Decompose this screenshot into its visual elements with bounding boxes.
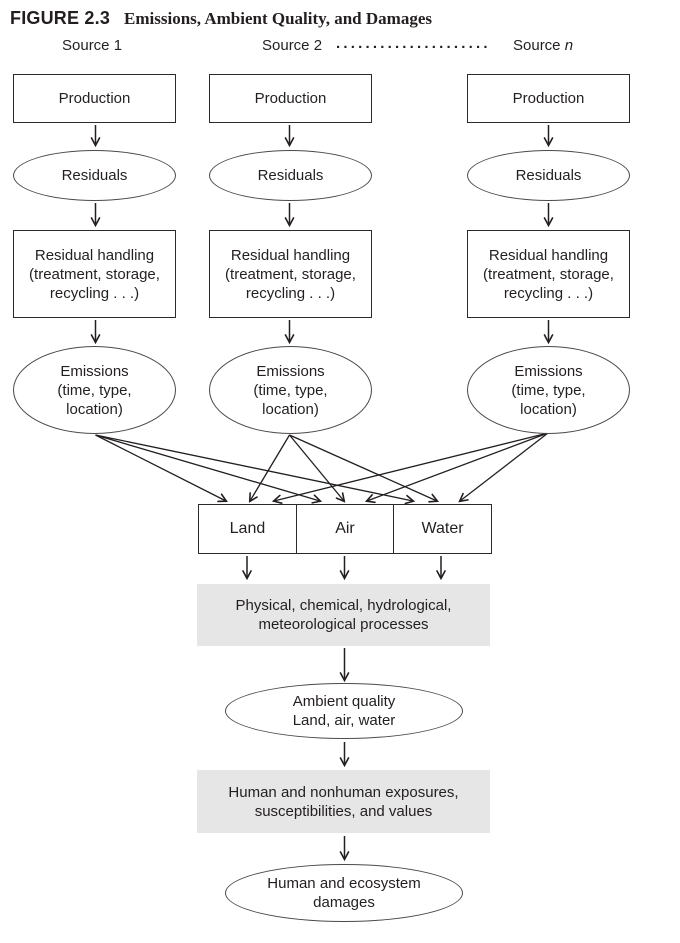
source-ellipsis-dots: ..................... [336, 35, 491, 52]
production-box-1: Production [13, 74, 176, 123]
ambient-line1: Ambient quality [292, 693, 396, 710]
exposures-line1: Human and nonhuman exposures, [228, 783, 459, 801]
exposures-box: Human and nonhuman exposures, susceptibi… [197, 770, 490, 833]
media-row: Land Air Water [198, 504, 492, 554]
residuals-label: Residuals [515, 167, 582, 184]
media-to-processes-arrows [247, 556, 441, 578]
emissions-line3: location) [520, 400, 577, 418]
land-box: Land [198, 504, 297, 554]
air-label: Air [335, 520, 355, 537]
emissions-ellipse-2: Emissions (time, type, location) [209, 346, 372, 434]
handling-line1: Residual handling [34, 246, 155, 264]
handling-line3: recycling . . .) [245, 284, 336, 302]
handling-line2: (treatment, storage, [483, 265, 614, 283]
source-1-label: Source 1 [62, 37, 123, 54]
production-label: Production [58, 90, 131, 107]
source-2-label: Source 2 [262, 37, 323, 54]
residual-handling-box-3: Residual handling (treatment, storage, r… [467, 230, 630, 318]
residual-handling-box-2: Residual handling (treatment, storage, r… [209, 230, 372, 318]
damages-line2: damages [313, 894, 375, 911]
emissions-line2: (time, type, [57, 381, 132, 399]
source-n-label: Source n [513, 37, 573, 54]
ambient-line2: Land, air, water [292, 712, 396, 729]
water-label: Water [421, 520, 464, 537]
figure-caption: FIGURE 2.3 Emissions, Ambient Quality, a… [10, 8, 432, 29]
handling-line1: Residual handling [488, 246, 609, 264]
damages-ellipse: Human and ecosystem damages [225, 864, 463, 922]
production-box-2: Production [209, 74, 372, 123]
emissions-line2: (time, type, [253, 381, 328, 399]
residuals-ellipse-3: Residuals [467, 150, 630, 201]
emissions-line1: Emissions [60, 362, 129, 380]
production-label: Production [254, 90, 327, 107]
figure-title: Emissions, Ambient Quality, and Damages [124, 9, 432, 28]
residuals-ellipse-2: Residuals [209, 150, 372, 201]
emissions-ellipse-1: Emissions (time, type, location) [13, 346, 176, 434]
residuals-label: Residuals [61, 167, 128, 184]
emissions-line2: (time, type, [511, 381, 586, 399]
processes-box: Physical, chemical, hydrological, meteor… [197, 584, 490, 646]
emissions-to-media-arrows [95, 432, 549, 501]
residuals-label: Residuals [257, 167, 324, 184]
handling-line2: (treatment, storage, [29, 265, 160, 283]
source-n-prefix: Source [513, 37, 565, 54]
ambient-quality-ellipse: Ambient quality Land, air, water [225, 683, 463, 739]
emissions-line3: location) [262, 400, 319, 418]
production-label: Production [512, 90, 585, 107]
residuals-ellipse-1: Residuals [13, 150, 176, 201]
emissions-line1: Emissions [256, 362, 325, 380]
processes-line1: Physical, chemical, hydrological, [235, 597, 452, 614]
water-box: Water [393, 504, 492, 554]
figure-number: FIGURE 2.3 [10, 8, 111, 28]
emissions-line3: location) [66, 400, 123, 418]
handling-line3: recycling . . .) [49, 284, 140, 302]
air-box: Air [295, 504, 395, 554]
damages-line1: Human and ecosystem [267, 875, 421, 892]
exposures-line2: susceptibilities, and values [254, 802, 433, 820]
production-box-3: Production [467, 74, 630, 123]
handling-line3: recycling . . .) [503, 284, 594, 302]
emissions-line1: Emissions [514, 362, 583, 380]
land-label: Land [229, 520, 266, 537]
source-n-variable: n [564, 37, 574, 54]
processes-line2: meteorological processes [258, 616, 429, 633]
handling-line1: Residual handling [230, 246, 351, 264]
emissions-ellipse-3: Emissions (time, type, location) [467, 346, 630, 434]
residual-handling-box-1: Residual handling (treatment, storage, r… [13, 230, 176, 318]
handling-line2: (treatment, storage, [225, 265, 356, 283]
